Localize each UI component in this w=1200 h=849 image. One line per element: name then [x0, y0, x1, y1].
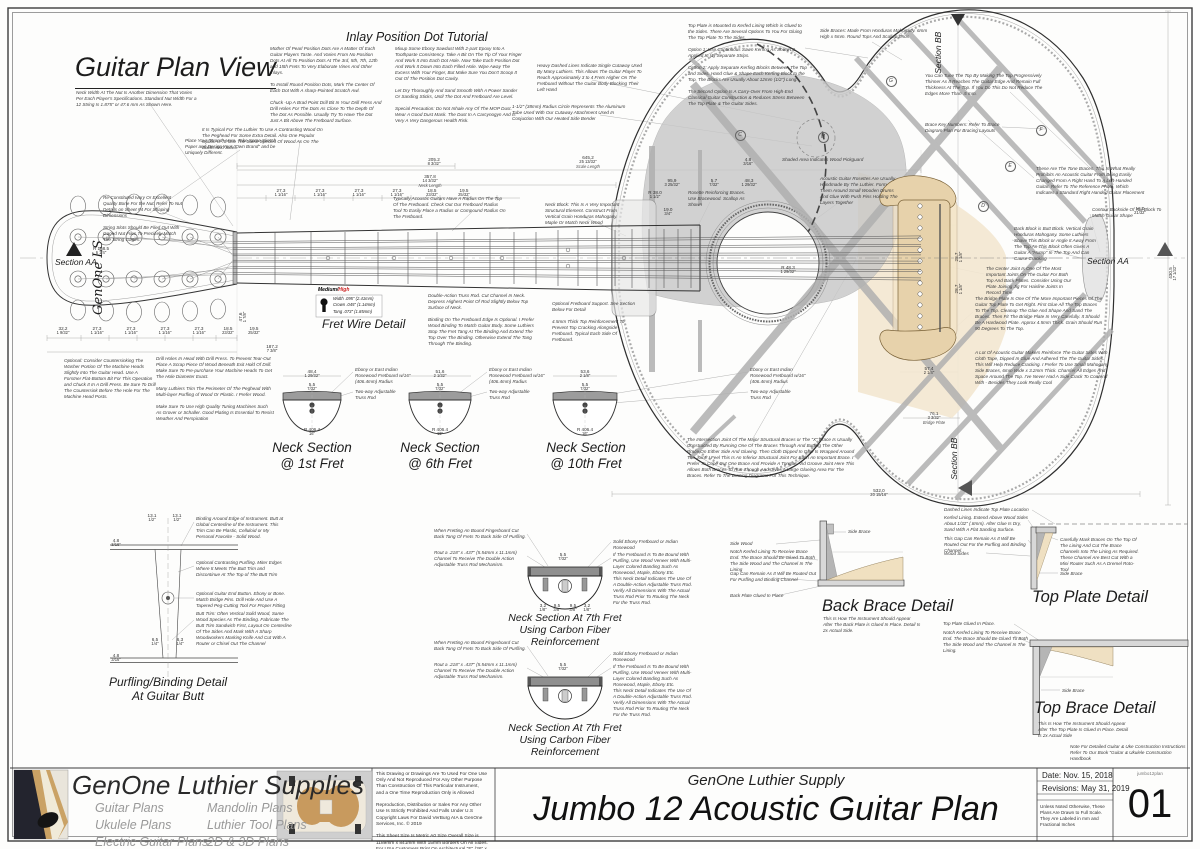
strings: [232, 235, 922, 281]
top-brace-detail: [1029, 639, 1189, 735]
fretwire-grade-red: High: [338, 287, 350, 293]
headstock: [46, 193, 238, 323]
neck-section-6th: [408, 385, 472, 435]
sheet-code: jumbo12plan: [1137, 771, 1163, 776]
braces: [649, 15, 1114, 501]
fret-glyph-crown: [320, 298, 328, 306]
nut: [232, 231, 238, 285]
neck-7th-section-1: [527, 566, 603, 610]
products-col1: Guitar Plans Ukulele Plans Electric Guit…: [95, 801, 209, 849]
position-dots: [325, 247, 627, 269]
logo-photo-body-mold: [276, 770, 373, 840]
section-bb-top-marker: [951, 14, 965, 26]
supply-line: GenOne Luthier Supply: [687, 772, 845, 789]
tuner-buttons: [70, 193, 226, 323]
frets: [274, 229, 692, 288]
neck-7th-sections: [527, 566, 603, 720]
bridge-wing-bottom: [879, 327, 957, 361]
sheet-main-title: Jumbo 12 Acoustic Guitar Plan: [533, 790, 999, 828]
headstock-outline: [46, 210, 238, 306]
purfling-detail: [110, 518, 238, 688]
back-brace-detail: [817, 520, 905, 587]
kerfed-lining: [617, 15, 1109, 501]
bridge-center: [897, 199, 951, 337]
bridge: [879, 175, 958, 361]
sheet-number: 01: [1127, 782, 1173, 826]
scale-note: Unless Noted Otherwise, These Plans Are …: [1040, 804, 1105, 827]
neck-section-10th: [552, 385, 618, 436]
fretwire-specs: Width .095" (2.41mm) Crown .045" (1.14mm…: [333, 296, 375, 314]
date-label: Date: Nov. 15, 2018: [1042, 771, 1113, 780]
neck-section-1st: [282, 385, 342, 432]
headstock-inner-line: [51, 214, 236, 302]
products-col2: Mandolin Plans Luthier Tool Plans 2D & 3…: [207, 801, 307, 849]
body-outline: [611, 9, 1115, 507]
logo-photo-guitar-corner: [13, 769, 69, 840]
section-aa-left-marker: [66, 242, 82, 256]
pickguard: [641, 72, 907, 308]
company-name: GenOne Luthier Supplies: [72, 770, 364, 800]
body-inner-line: [615, 13, 1111, 503]
fret-glyph-tang: [322, 303, 326, 312]
string-fans: [77, 236, 234, 280]
neck-cross-sections: [282, 385, 618, 436]
copyright-note: This Drawing or Drawings Are To Used For…: [376, 772, 488, 849]
fret-wire-legend: [315, 294, 383, 318]
fretwire-grade-black: Medium/: [318, 287, 339, 293]
neck: [77, 224, 922, 292]
top-plate-detail: [1030, 523, 1188, 590]
sheet-border: [7, 7, 1193, 842]
neck-7th-section-2: [527, 676, 603, 720]
cutaway-radius-circle: [796, 118, 836, 158]
guitar-body: [611, 9, 1173, 507]
section-aa-right-marker: [1157, 242, 1173, 256]
section-bb-bottom-marker: [958, 480, 972, 496]
revisions-label: Revisions: May 31, 2019: [1042, 784, 1130, 793]
title-block-lines: [10, 767, 1190, 841]
fretwire-grade-label: Medium/High: [318, 287, 349, 293]
